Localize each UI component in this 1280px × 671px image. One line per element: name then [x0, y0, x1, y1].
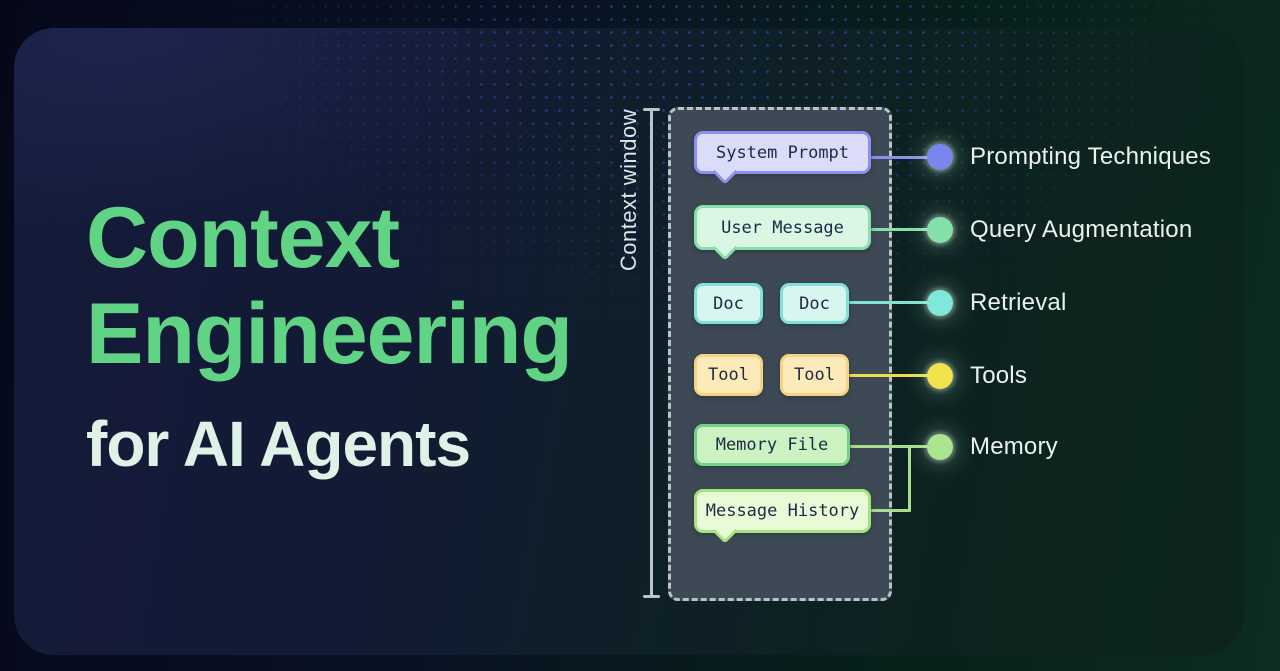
- box-message-history: Message History: [694, 489, 871, 533]
- box-tool-2: Tool: [780, 354, 849, 396]
- connector-prompting: [871, 156, 940, 159]
- box-user-message: User Message: [694, 205, 871, 250]
- box-memory-file: Memory File: [694, 424, 850, 466]
- context-window-label: Context window: [616, 108, 641, 272]
- connector-tools: [849, 374, 938, 377]
- connector-memory: [850, 445, 938, 448]
- legend-dot-tools: [927, 363, 953, 389]
- connector-retrieval: [849, 301, 940, 304]
- connector-memory-vertical: [908, 445, 911, 512]
- legend-dot-prompting: [927, 144, 953, 170]
- legend-dot-memory: [927, 434, 953, 460]
- connector-query: [871, 228, 940, 231]
- box-user-message-label: User Message: [721, 217, 844, 238]
- title-line-1: Context: [86, 190, 400, 286]
- box-doc-2: Doc: [780, 283, 849, 324]
- legend-label-retrieval: Retrieval: [970, 289, 1067, 316]
- box-tool-2-label: Tool: [794, 365, 835, 385]
- legend-dot-retrieval: [927, 290, 953, 316]
- box-memory-file-label: Memory File: [715, 435, 829, 455]
- legend-dot-query: [927, 217, 953, 243]
- legend-label-memory: Memory: [970, 433, 1058, 460]
- legend-label-query: Query Augmentation: [970, 216, 1193, 243]
- bracket-tick-bottom: [643, 595, 660, 598]
- box-message-history-label: Message History: [705, 501, 860, 521]
- bracket-line: [650, 110, 653, 597]
- box-doc-2-label: Doc: [799, 293, 830, 314]
- box-doc-1: Doc: [694, 283, 763, 324]
- subtitle: for AI Agents: [86, 408, 471, 480]
- connector-message-history: [871, 509, 911, 512]
- box-tool-1: Tool: [694, 354, 763, 396]
- background-card: [14, 28, 1244, 655]
- bracket-tick-top: [643, 108, 660, 111]
- box-doc-1-label: Doc: [713, 293, 744, 314]
- box-system-prompt: System Prompt: [694, 131, 871, 174]
- title-line-2: Engineering: [86, 286, 573, 382]
- box-tool-1-label: Tool: [708, 365, 749, 385]
- legend-label-prompting: Prompting Techniques: [970, 143, 1212, 170]
- title-block: Context Engineering for AI Agents: [86, 190, 573, 480]
- legend-label-tools: Tools: [970, 362, 1028, 389]
- box-system-prompt-label: System Prompt: [715, 142, 850, 163]
